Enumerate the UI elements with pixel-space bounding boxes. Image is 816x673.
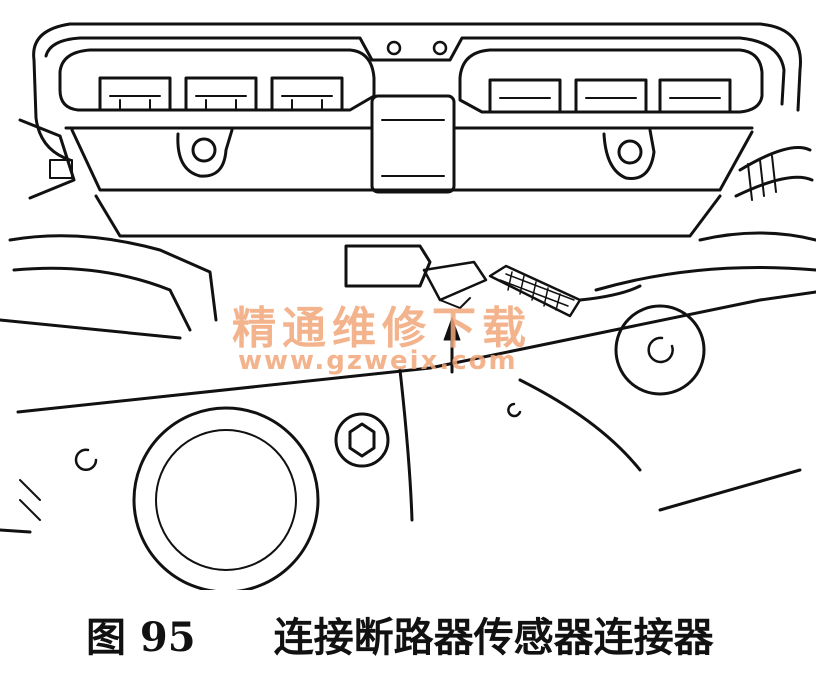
mounting-plate (64, 126, 754, 238)
center-sensor-housing (370, 94, 456, 194)
figure-caption: 图 95 连接断路器传感器连接器 (86, 604, 714, 664)
breaker-sensor-connector (344, 244, 642, 318)
right-hoses (698, 146, 816, 242)
engine-housing (0, 266, 816, 590)
watermark-url: www.gzweix.com (238, 346, 518, 376)
left-connector-block (58, 48, 376, 112)
watermark-text: 精通维修下载 (232, 303, 532, 354)
right-connector-block (458, 48, 764, 114)
connector-illustration (0, 22, 816, 590)
pointer-arrow (443, 317, 461, 374)
module-housing (32, 22, 802, 162)
left-bracket (0, 118, 218, 340)
figure-number: 图 95 (86, 614, 196, 661)
figure-title: 连接断路器传感器连接器 (273, 614, 714, 661)
